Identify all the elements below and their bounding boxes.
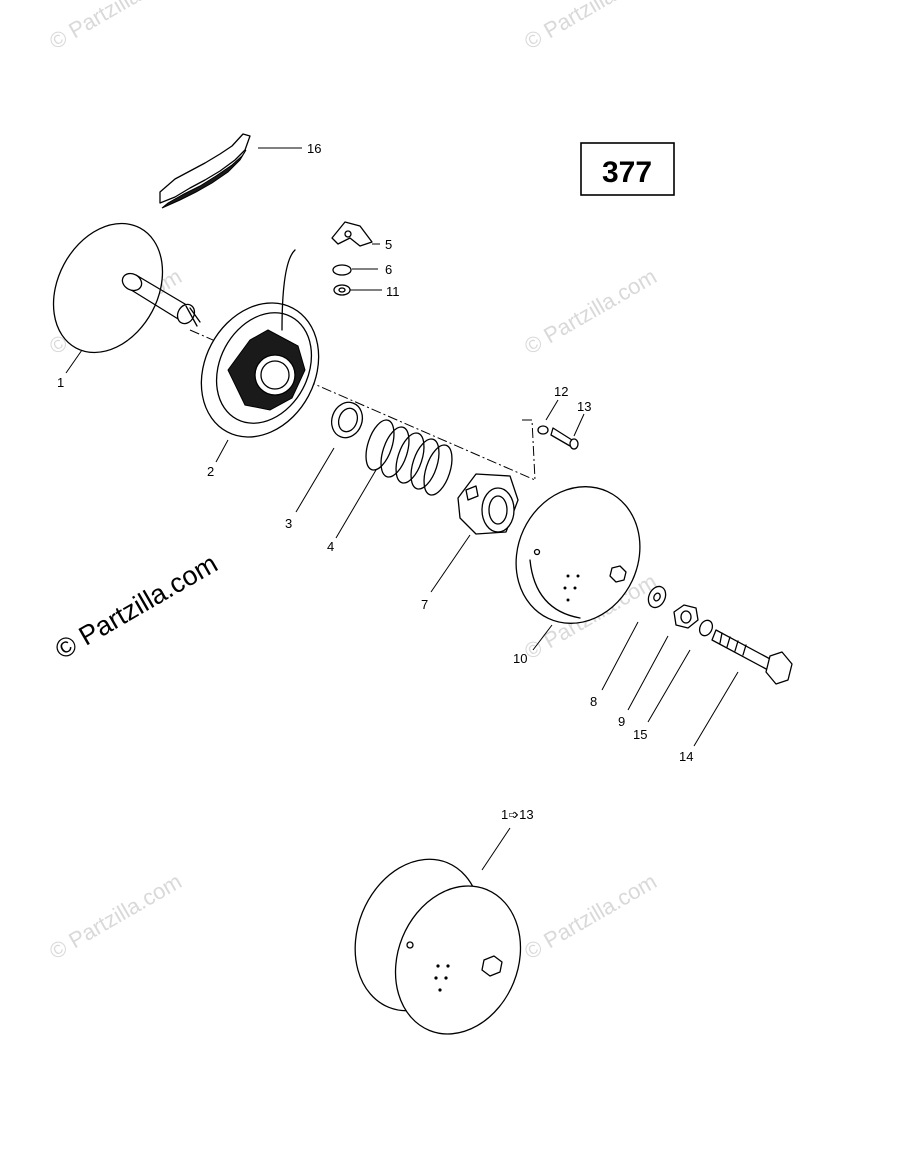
watermark-main: © Partzilla.com <box>50 548 223 665</box>
callout-8: 8 <box>590 694 597 709</box>
callout-6: 6 <box>385 262 392 277</box>
spider-bushing <box>457 473 519 535</box>
callouts: 16 5 6 11 1 2 3 4 7 12 13 10 8 9 15 14 1… <box>57 141 693 822</box>
assembled-drive-pulley <box>354 858 522 1035</box>
callout-4: 4 <box>327 539 334 554</box>
spring <box>365 419 453 496</box>
callout-10: 10 <box>513 651 527 666</box>
callout-1: 1 <box>57 375 64 390</box>
lock-washer <box>698 619 714 637</box>
callout-7: 7 <box>421 597 428 612</box>
callout-5: 5 <box>385 237 392 252</box>
drive-belt <box>159 133 251 209</box>
cover <box>515 486 641 624</box>
callout-3: 3 <box>285 516 292 531</box>
washer <box>647 585 667 609</box>
callout-11: 11 <box>386 284 400 299</box>
watermark: © Partzilla.com <box>520 869 661 965</box>
callout-assembly: 1➩13 <box>501 807 534 822</box>
watermark: © Partzilla.com <box>45 869 186 965</box>
callout-13: 13 <box>577 399 591 414</box>
bolt <box>711 629 793 685</box>
nut <box>673 604 699 629</box>
fixed-sheave <box>52 222 201 354</box>
callout-9: 9 <box>618 714 625 729</box>
callout-14: 14 <box>679 749 693 764</box>
washer-hole <box>653 592 661 602</box>
callout-12: 12 <box>554 384 568 399</box>
screw-axis <box>522 419 536 481</box>
reference-box: 377 <box>580 142 675 196</box>
callout-16: 16 <box>307 141 321 156</box>
watermark: © Partzilla.com <box>520 0 661 54</box>
movable-sheave <box>200 249 320 438</box>
retaining-ring <box>330 401 364 439</box>
reference-number: 377 <box>602 156 652 189</box>
slider-shoe-group <box>331 221 373 296</box>
watermark: © Partzilla.com <box>520 264 661 360</box>
screw-group <box>537 425 579 450</box>
watermark: © Partzilla.com <box>45 0 186 54</box>
watermarks: © Partzilla.com © Partzilla.com © Partzi… <box>45 0 661 964</box>
callout-2: 2 <box>207 464 214 479</box>
leader-lines <box>65 147 739 871</box>
callout-15: 15 <box>633 727 647 742</box>
